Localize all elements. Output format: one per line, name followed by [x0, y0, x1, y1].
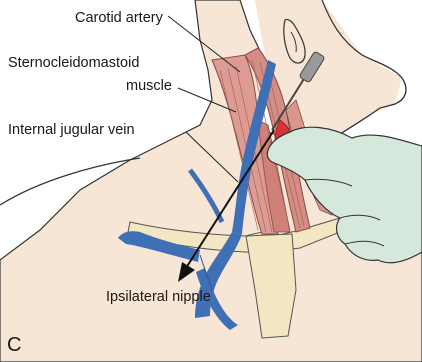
- carotid-artery-label: Carotid artery: [75, 10, 164, 26]
- panel-letter: C: [7, 334, 21, 356]
- internal-jugular-vein-label: Internal jugular vein: [8, 122, 135, 138]
- sternocleidomastoid-label: Sternocleidomastoid: [8, 55, 139, 71]
- muscle-label: muscle: [126, 78, 172, 94]
- ipsilateral-nipple-label: Ipsilateral nipple: [106, 289, 211, 305]
